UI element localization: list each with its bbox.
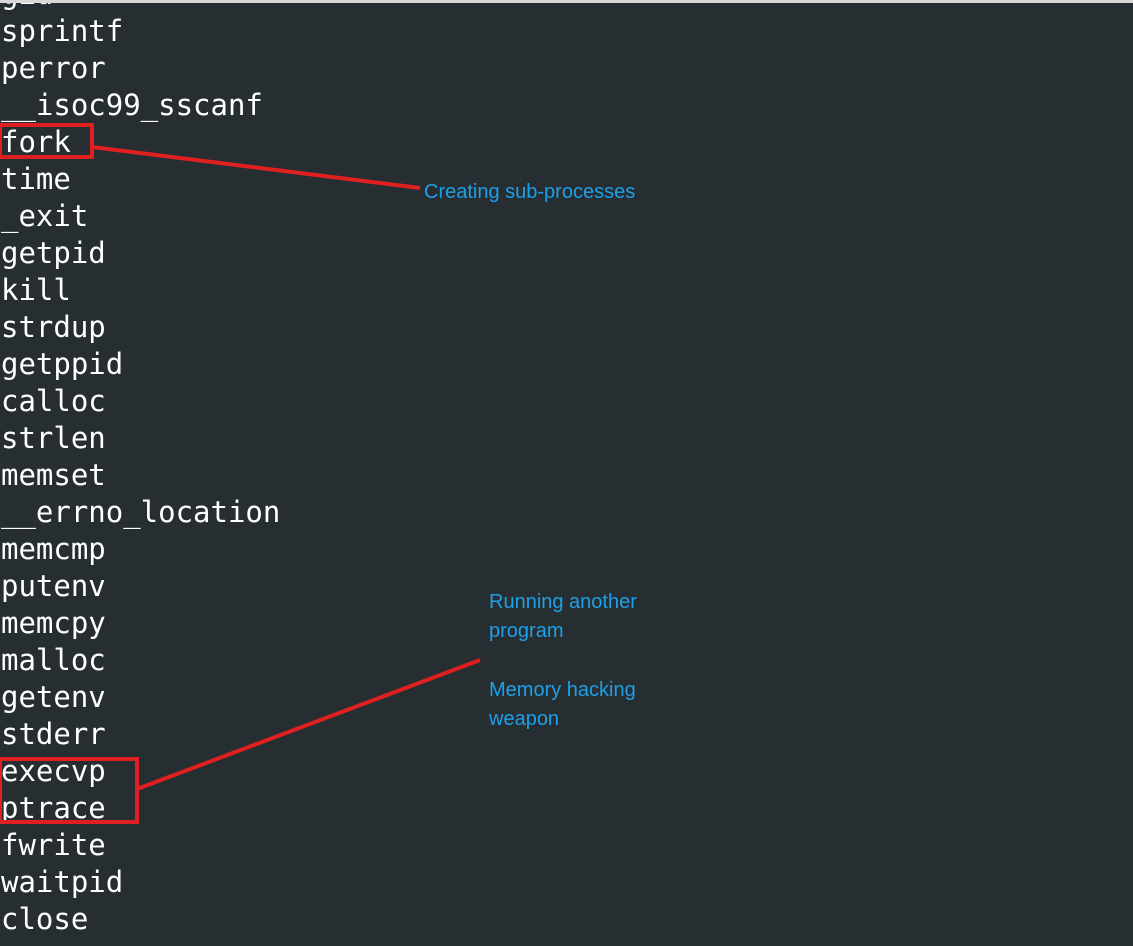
symbol-line: memset [1,458,106,492]
fork-note: Creating sub-processes [424,181,636,203]
symbol-line: close [1,902,89,936]
symbol-line: strlen [1,421,106,455]
symbol-line: malloc [1,643,106,677]
symbol-line: gid [1,0,280,13]
ptrace-note-line1: Memory hacking [489,679,636,701]
ptrace-note-line2: weapon [489,708,560,730]
symbol-line: calloc [1,384,106,418]
symbol-line: fwrite [1,828,106,862]
symbol-line: _exit [1,199,89,233]
symbol-line: sprintf [1,14,124,48]
symbol-line: time [1,162,71,196]
symbol-line: __isoc99_sscanf [1,88,263,122]
symbol-line: memcmp [1,532,106,566]
window-top-border [0,0,1133,3]
symbol-list: gid sprintf perror __isoc99_sscanf fork … [1,0,280,938]
symbol-line: __errno_location [1,495,281,529]
symbol-line: getenv [1,680,106,714]
symbol-line: waitpid [1,865,124,899]
symbol-line-ptrace: ptrace [1,791,106,825]
symbol-line-execvp: execvp [1,754,106,788]
symbol-line: putenv [1,569,106,603]
symbol-line: stderr [1,717,106,751]
exec-note-line1: Running another [489,591,637,613]
symbol-line: strdup [1,310,106,344]
symbol-line: getpid [1,236,106,270]
symbol-line: kill [1,273,71,307]
symbol-line: getppid [1,347,124,381]
symbol-line: memcpy [1,606,106,640]
exec-note-line2: program [489,620,564,642]
symbol-line: perror [1,51,106,85]
symbol-line-fork: fork [1,125,71,159]
